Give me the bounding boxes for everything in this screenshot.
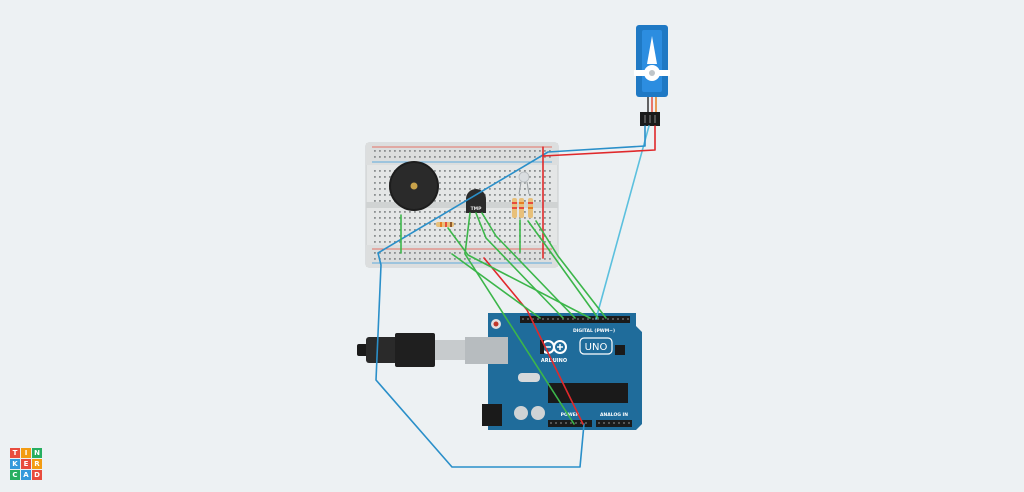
logo-letter: I [21, 448, 31, 458]
led-icon[interactable] [518, 171, 530, 195]
wire-green[interactable] [447, 227, 591, 319]
digital-label: DIGITAL (PWM~) [573, 328, 615, 334]
logo-letter: A [21, 470, 31, 480]
arduino-model: UNO [585, 342, 608, 353]
wire-red[interactable] [542, 125, 656, 157]
piezo-buzzer-icon[interactable] [389, 161, 439, 211]
logo-letter: K [10, 459, 20, 469]
wires[interactable] [375, 125, 656, 468]
resistor-icon[interactable] [512, 198, 533, 218]
wire-green[interactable] [464, 212, 575, 425]
resistor-icon[interactable] [436, 222, 454, 227]
wire-green[interactable] [527, 220, 599, 319]
logo-letter: D [32, 470, 42, 480]
bottom-header-pins [550, 422, 630, 424]
arduino-uno-board[interactable]: DIGITAL (PWM~) ARDUINO UNO POWER ANALOG … [480, 313, 642, 430]
logo-letter: T [10, 448, 20, 458]
analog-label: ANALOG IN [600, 412, 628, 418]
wire-red[interactable] [483, 257, 584, 425]
logo-letter: C [10, 470, 20, 480]
sensor-label: TMP [471, 206, 483, 212]
logo-letter: E [21, 459, 31, 469]
wire-green[interactable] [481, 212, 576, 319]
servo-motor-icon[interactable] [634, 25, 670, 126]
logo-letter: R [32, 459, 42, 469]
logo-letter: N [32, 448, 42, 458]
wire-green[interactable] [451, 253, 541, 319]
power-label: POWER [561, 412, 580, 418]
wire-green[interactable] [535, 220, 607, 319]
wire-cyan[interactable] [595, 125, 650, 320]
breadboard-holes [374, 150, 551, 260]
digital-header-pins [522, 318, 629, 320]
wire-blue[interactable] [375, 125, 646, 468]
temperature-sensor-icon[interactable]: TMP [466, 189, 486, 213]
arduino-brand: ARDUINO [541, 358, 567, 364]
